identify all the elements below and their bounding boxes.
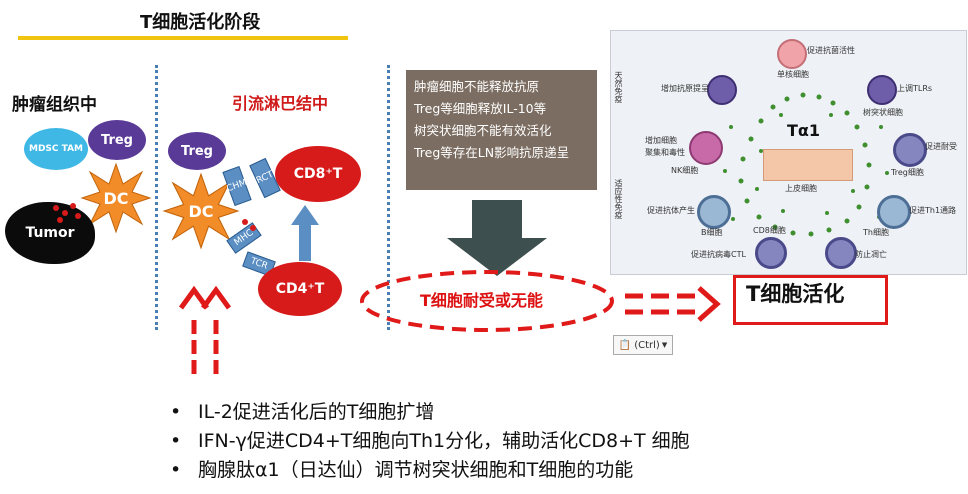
bullet-item-1: •IL-2促进活化后的T细胞扩增 [170,401,435,423]
label-b-cell: B细胞 [701,228,723,237]
treg-cell-panel [893,133,927,167]
label-antibacterial: 促进抗菌活性 [807,46,855,55]
apoptosis-cell [825,237,857,269]
info-box: 肿瘤细胞不能释放抗原 Treg等细胞释放IL-10等 树突状细胞不能有效活化 T… [406,70,597,190]
tumor-antigen-dots [53,203,81,223]
paste-options-button[interactable]: 📋 (Ctrl) ▼ [613,335,673,355]
innate-immunity-label: 天然免疫 [614,71,623,103]
label-promote-tolerance: 促进耐受 [925,142,957,151]
label-prevent-apoptosis: 防止凋亡 [855,250,887,259]
tumor-label: Tumor [25,225,75,241]
info-line-1: 肿瘤细胞不能释放抗原 [414,79,540,94]
down-arrow-dark [447,200,547,276]
t-cell-activation-box: T细胞活化 [733,275,888,325]
treg-cell-left: Treg [88,120,146,160]
label-th-cell: Th细胞 [863,228,889,237]
lymph-node-heading: 引流淋巴结中 [232,94,329,113]
b-cell [697,195,731,229]
cd8-t-cell: CD8⁺T [275,146,361,202]
monocyte-cell [777,39,807,69]
red-dashed-right-arrow [625,286,721,322]
th-cell [877,195,911,229]
dc-cell-left-panel [707,75,737,105]
title-underline [18,36,348,40]
cd8-cell-panel [755,237,787,269]
dc-cell-left: DC [80,162,152,234]
treg-cell-middle: Treg [168,132,226,170]
mdsc-tam-cell: MDSC TAM [24,128,88,170]
paste-options-label: (Ctrl) [634,339,660,351]
label-dendritic-cell: 树突状细胞 [863,108,903,117]
bullet-item-3: •胸腺肽α1（日达仙）调节树突状细胞和T细胞的功能 [170,459,634,481]
dc-label-left: DC [103,188,129,208]
dc-cell-middle: DC [162,172,240,250]
antigen-dots [242,219,256,231]
label-monocyte: 单核细胞 [777,70,809,79]
label-cd8-cell: CD8细胞 [753,226,786,235]
label-promote-th1: 促进Th1通路 [909,206,957,215]
up-arrow-blue [291,205,319,261]
cd4-t-cell: CD4⁺T [258,262,342,316]
tumor-cell: Tumor [5,202,95,264]
bullet-text-1: IL-2促进活化后的T细胞扩增 [198,401,435,423]
tolerance-ellipse [360,270,614,332]
label-aggregation-toxicity: 聚集和毒性 [645,148,685,157]
diagram-title: T细胞活化阶段 [140,12,261,33]
info-line-4: Treg等存在LN影响抗原递呈 [414,145,570,160]
bullet-list: •IL-2促进活化后的T细胞扩增 •IFN-γ促进CD4+T细胞向Th1分化，辅… [170,398,690,485]
tolerance-label: T细胞耐受或无能 [420,291,543,310]
divider-left [155,65,158,330]
epithelium-cells [763,149,853,181]
divider-right [387,65,390,330]
info-line-2: Treg等细胞释放IL-10等 [414,101,547,116]
clipboard-icon: 📋 [618,339,632,351]
label-antiviral-ctl: 促进抗病毒CTL [691,250,746,259]
tumor-tissue-heading: 肿瘤组织中 [12,95,97,115]
label-treg-cell: Treg细胞 [891,168,924,177]
dc-cell-right-panel [867,75,897,105]
label-increase-cells: 增加细胞 [645,136,677,145]
label-upregulate-tlrs: 上调TLRs [897,84,933,93]
chevron-down-icon: ▼ [661,341,668,349]
tα1-dots [723,92,889,237]
info-line-3: 树突状细胞不能有效活化 [414,123,552,138]
label-nk-cell: NK细胞 [671,166,699,175]
bullet-text-2: IFN-γ促进CD4+T细胞向Th1分化，辅助活化CD8+T 细胞 [198,430,690,452]
nk-cell [689,131,723,165]
label-promote-antibody: 促进抗体产生 [647,206,695,215]
epithelium-label: 上皮细胞 [785,184,817,193]
ta1-center-label: Tα1 [787,121,821,140]
adaptive-immunity-label: 适应性免疫 [614,179,623,219]
bullet-text-3: 胸腺肽α1（日达仙）调节树突状细胞和T细胞的功能 [198,459,634,481]
bullet-item-2: •IFN-γ促进CD4+T细胞向Th1分化，辅助活化CD8+T 细胞 [170,430,690,452]
thymosin-alpha1-panel: 天然免疫 适应性免疫 上皮细胞 Tα1 促进抗菌活性 单核细胞 增加抗原提呈 上… [610,30,967,275]
red-dashed-up-arrows [178,285,232,378]
label-antigen-presentation: 增加抗原提呈 [661,84,709,93]
dc-label-middle: DC [188,201,214,221]
